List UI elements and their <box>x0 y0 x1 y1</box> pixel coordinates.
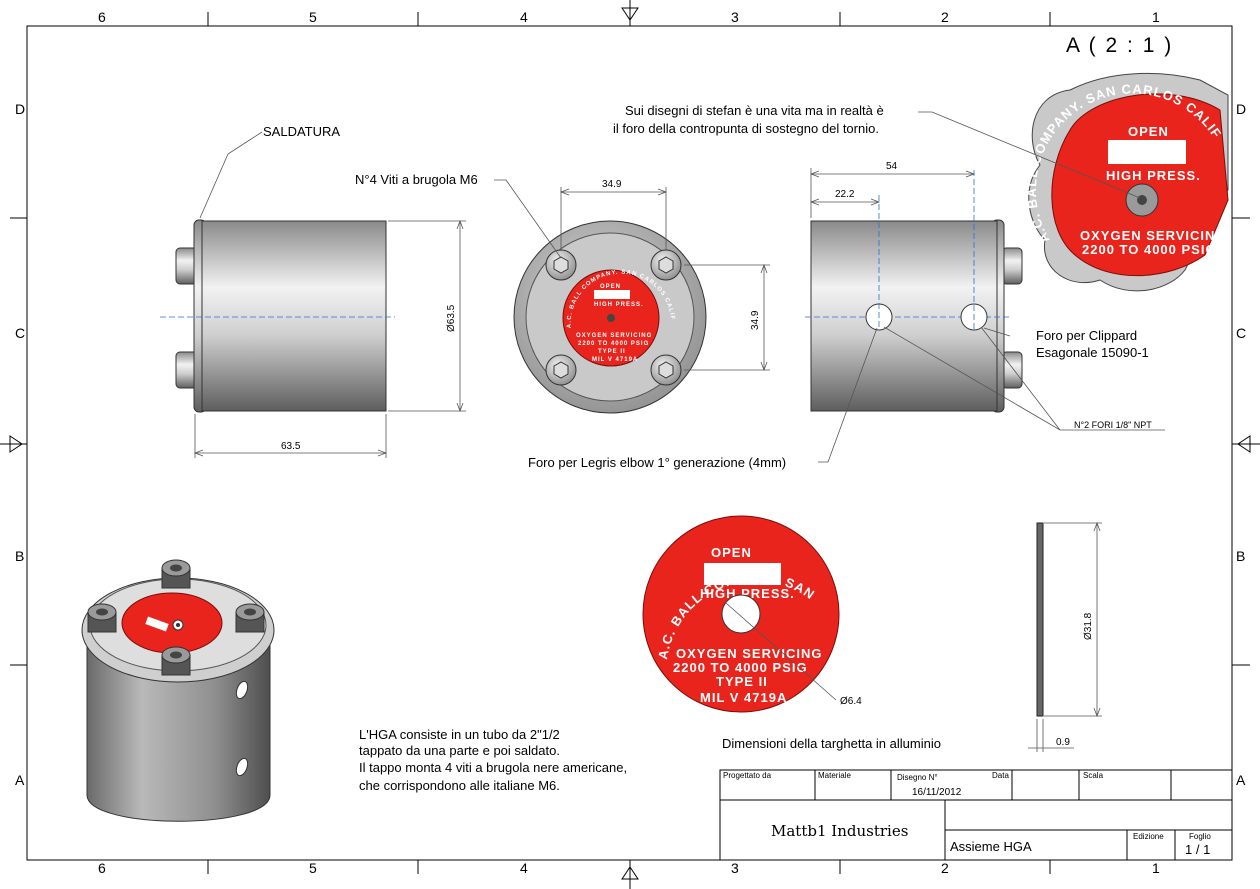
plate-mil: MIL V 4719A <box>700 690 787 705</box>
front-plate-high: HIGH PRESS. <box>594 302 644 308</box>
tb-foglio-label: Foglio <box>1189 832 1211 841</box>
zone-left-A: A <box>15 772 25 788</box>
tb-data-label: Data <box>992 771 1009 780</box>
side-view-right: 54 22.2 Foro per Clippard Esagonale 1509… <box>528 161 1165 470</box>
front-plate-oxygen: OXYGEN SERVICING <box>576 333 652 339</box>
description-line-1: L'HGA consiste in un tubo da 2"1/2 <box>359 727 560 742</box>
label-viti: N°4 Viti a brugola M6 <box>355 172 478 187</box>
front-plate-open: OPEN <box>600 284 621 290</box>
description-line-2: tappato da una parte e poi saldato. <box>359 743 560 758</box>
isometric-view <box>81 559 275 822</box>
zone-left-D: D <box>15 101 25 117</box>
tb-company: Mattb1 Industries <box>771 822 908 840</box>
zone-ticks <box>10 12 1250 874</box>
label-targhetta: Dimensioni della targhetta in alluminio <box>722 736 941 751</box>
dim-right-22: 22.2 <box>835 189 855 200</box>
dim-plate-hole: Ø6.4 <box>840 696 862 707</box>
description-line-3: Il tappo monta 4 viti a brugola nere ame… <box>359 760 627 775</box>
label-fori-npt: N°2 FORI 1/8" NPT <box>1074 420 1152 430</box>
zone-bottom-5: 5 <box>309 860 317 876</box>
detail-plate-range: 2200 TO 4000 PSIG <box>1082 242 1217 257</box>
zone-right-B: B <box>1236 548 1245 564</box>
dim-front-bolt-h: 34.9 <box>602 179 622 190</box>
detail-plate-oxygen: OXYGEN SERVICING <box>1080 228 1227 243</box>
tb-foglio-value: 1 / 1 <box>1185 842 1210 857</box>
iso-bolt-top <box>161 559 191 589</box>
dim-plate-thickness: 0.9 <box>1056 737 1070 748</box>
zone-top-5: 5 <box>309 9 317 25</box>
zone-labels: 6 5 4 3 2 1 6 5 4 3 2 1 D C B A D C B A <box>15 9 1246 876</box>
zone-bottom-4: 4 <box>520 860 528 876</box>
description-text: L'HGA consiste in un tubo da 2"1/2 tappa… <box>359 727 627 793</box>
plate-range: 2200 TO 4000 PSIG <box>673 660 808 675</box>
dim-right-54: 54 <box>886 161 898 172</box>
label-note-2: il foro della contropunta di sostegno de… <box>613 121 879 136</box>
tb-data-value: 16/11/2012 <box>912 787 962 798</box>
description-line-4: che corrispondono alle italiane M6. <box>359 778 560 793</box>
zone-top-1: 1 <box>1152 9 1160 25</box>
detail-title: A ( 2 : 1 ) <box>1066 34 1173 57</box>
front-plate-range: 2200 TO 4000 PSIG <box>578 341 649 347</box>
zone-bottom-6: 6 <box>98 860 106 876</box>
tb-disegno-label: Disegno N° <box>897 773 938 782</box>
tb-scala-label: Scala <box>1083 771 1104 780</box>
plate-oxygen: OXYGEN SERVICING <box>676 646 823 661</box>
front-bolt-tl <box>545 249 577 281</box>
zone-left-B: B <box>15 548 24 564</box>
dim-plate-diameter: Ø31.8 <box>1083 612 1094 640</box>
label-clippard-2: Esagonale 15090-1 <box>1036 345 1149 360</box>
zone-bottom-1: 1 <box>1152 860 1160 876</box>
label-clippard-1: Foro per Clippard <box>1036 328 1137 343</box>
detail-plate-high: HIGH PRESS. <box>1106 168 1201 183</box>
zone-left-C: C <box>15 325 25 341</box>
tb-progettato-label: Progettato da <box>723 771 772 780</box>
front-plate-mil: MIL V 4719A <box>592 357 638 363</box>
dim-side-length: 63.5 <box>281 441 301 452</box>
iso-bolt-bottom <box>161 646 191 676</box>
dim-front-bolt-v: 34.9 <box>750 310 761 330</box>
plate-side-view: Ø31.8 0.9 <box>1028 521 1102 752</box>
iso-bolt-right <box>235 603 265 633</box>
front-bolt-bl <box>545 354 577 386</box>
label-note-1: Sui disegni di stefan è una vita ma in r… <box>625 103 884 118</box>
label-legris: Foro per Legris elbow 1° generazione (4m… <box>528 455 786 470</box>
label-saldatura: SALDATURA <box>263 124 340 139</box>
side-view-left: Ø63.5 63.5 SALDATURA <box>160 124 466 458</box>
zone-right-C: C <box>1236 325 1246 341</box>
front-bolt-tr <box>650 249 682 281</box>
zone-top-3: 3 <box>731 9 739 25</box>
front-plate-type: TYPE II <box>598 349 626 355</box>
zone-right-D: D <box>1236 101 1246 117</box>
detail-plate-open: OPEN <box>1128 124 1169 139</box>
title-block-text: Progettato da Materiale Disegno N° Data … <box>723 771 1211 857</box>
front-bolt-br <box>650 354 682 386</box>
tb-title: Assieme HGA <box>950 839 1032 854</box>
zone-bottom-3: 3 <box>731 860 739 876</box>
plate-open: OPEN <box>711 545 752 560</box>
zone-bottom-2: 2 <box>941 860 949 876</box>
plate-type: TYPE II <box>716 674 768 689</box>
tb-materiale-label: Materiale <box>818 771 851 780</box>
zone-top-4: 4 <box>520 9 528 25</box>
tb-edizione-label: Edizione <box>1133 832 1164 841</box>
iso-bolt-left <box>87 603 117 633</box>
plate-high-press: HIGH PRESS. <box>700 586 795 601</box>
zone-top-2: 2 <box>941 9 949 25</box>
zone-right-A: A <box>1236 772 1246 788</box>
dim-side-diameter: Ø63.5 <box>446 304 457 332</box>
zone-top-6: 6 <box>98 9 106 25</box>
title-block <box>719 769 1233 861</box>
